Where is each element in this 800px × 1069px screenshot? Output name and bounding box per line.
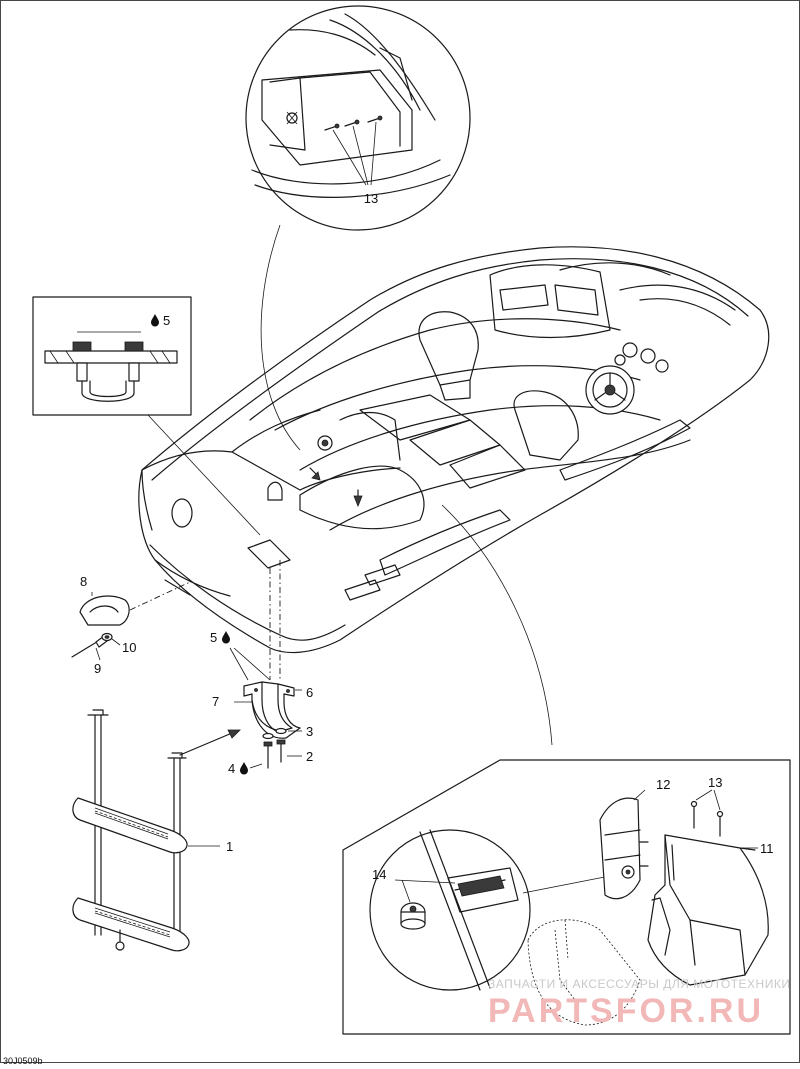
callout-5-detail: 5	[163, 313, 170, 328]
callout-9: 9	[94, 661, 101, 676]
callout-12: 12	[656, 777, 670, 792]
leader-curve-bottom	[441, 504, 553, 746]
part-storage-bin-11	[647, 834, 769, 986]
arrow-ladder-to-bracket	[179, 732, 233, 756]
callout-13-bottom: 13	[708, 775, 722, 790]
part-panel-12	[599, 797, 649, 900]
callout-5-bracket: 5	[210, 630, 217, 645]
callout-7: 7	[212, 694, 219, 709]
callout-8: 8	[80, 574, 87, 589]
callout-14: 14	[372, 867, 386, 882]
gauge-icon	[614, 342, 669, 373]
part-bolt-2	[276, 739, 286, 763]
part-screw-9	[71, 635, 108, 658]
part-washer-10	[101, 632, 113, 642]
detail-circle-top: 13	[245, 5, 471, 231]
leader-detail-box	[147, 414, 261, 536]
drop-icon	[222, 631, 230, 644]
part-clip-8	[79, 581, 191, 626]
part-bracket-7	[243, 681, 301, 739]
watermark-logo: PARTSFOR.RU	[488, 992, 764, 1030]
section-detail-box: 5	[32, 296, 192, 416]
callout-6: 6	[306, 685, 313, 700]
callout-2: 2	[306, 749, 313, 764]
part-washer-3	[275, 727, 287, 735]
screw-icon	[690, 800, 724, 837]
screw-icon	[324, 115, 383, 131]
callout-3: 3	[306, 724, 313, 739]
part-bushing-14	[400, 902, 426, 930]
callout-13-top: 13	[364, 191, 378, 206]
part-bolt-4	[262, 732, 274, 769]
drop-icon	[240, 762, 248, 775]
leader-curve-top	[260, 224, 301, 451]
callout-4: 4	[228, 761, 235, 776]
callout-11: 11	[760, 841, 774, 856]
detail-box-bottom: 12 13 11	[342, 759, 791, 1035]
watermark-tagline: ЗАПЧАСТИ И АКСЕССУАРЫ ДЛЯ МОТОТЕХНИКИ	[488, 977, 790, 991]
figure-code: 30J0509b	[3, 1056, 43, 1066]
part-ladder-1	[72, 709, 190, 952]
callout-10: 10	[122, 640, 136, 655]
boat-hull	[138, 246, 770, 654]
callout-1: 1	[226, 839, 233, 854]
